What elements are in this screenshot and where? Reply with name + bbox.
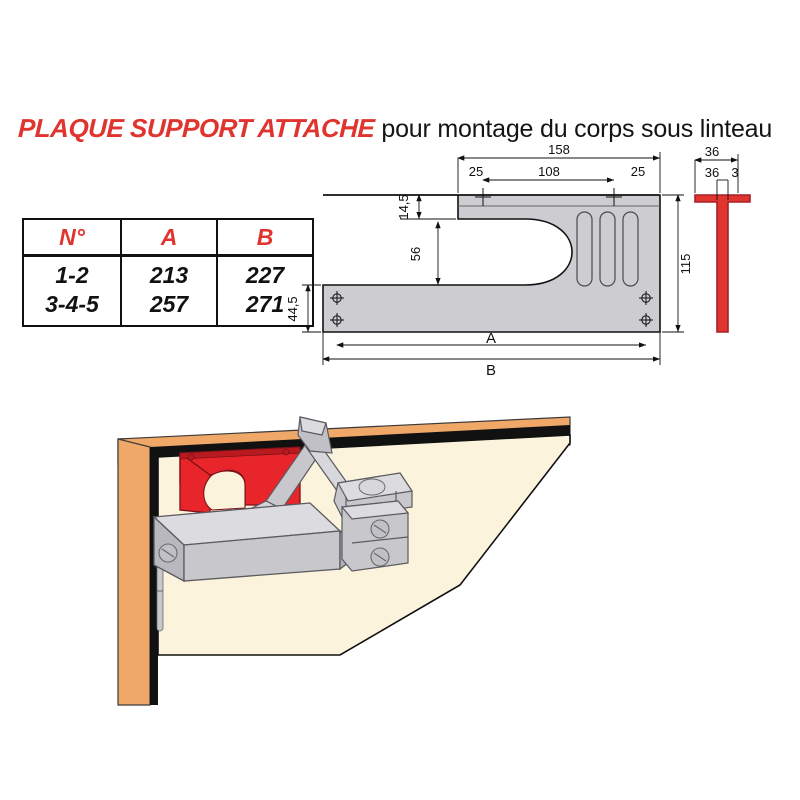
slot-2 — [599, 211, 616, 287]
table-value-a-2: 257 — [149, 291, 189, 317]
technical-drawing: 158 25 108 25 14,5 56 — [280, 140, 800, 380]
table-header-a: A — [120, 218, 218, 257]
dim-label-25-right: 25 — [631, 164, 645, 179]
page-title-sub: pour montage du corps sous linteau — [381, 115, 773, 143]
dim-label-115: 115 — [678, 254, 693, 275]
closer-body — [152, 502, 357, 583]
table-header-b: B — [216, 218, 314, 257]
adjust-screw-left-slot — [161, 548, 175, 558]
valve-top-face — [340, 500, 410, 520]
table-value-n-2: 3-4-5 — [45, 291, 99, 317]
dim-label-36-flange: 36 — [705, 165, 719, 180]
valve-divider — [351, 536, 409, 544]
side-profile-shape — [694, 194, 751, 333]
dim-overall-width — [457, 152, 661, 193]
dim-label-b: B — [486, 362, 496, 379]
plate-cutout — [203, 470, 246, 511]
mounting-hole-bottom-right — [639, 313, 653, 327]
dim-label-56: 56 — [408, 247, 423, 261]
dim-label-108: 108 — [538, 164, 560, 179]
plate-screw-left — [187, 453, 195, 461]
dim-flange-height — [400, 194, 456, 220]
dim-side-view — [694, 154, 739, 200]
valve-screw-lower-slot — [373, 552, 387, 562]
closer-valve-block — [340, 500, 410, 572]
dim-label-14-5: 14,5 — [396, 194, 411, 219]
table-value-n-1: 1-2 — [55, 262, 89, 288]
dim-label-3-thickness: 3 — [731, 165, 738, 180]
plate-screw-right — [282, 448, 290, 456]
table-value-b-2: 271 — [245, 291, 285, 317]
installation-illustration — [100, 405, 580, 715]
dim-label-158: 158 — [548, 142, 570, 157]
mounting-plate — [179, 446, 301, 514]
table-header-row: N° A B — [22, 218, 314, 257]
table-cell-n: 1-2 3-4-5 — [22, 254, 122, 327]
dim-overall-height — [662, 194, 684, 333]
side-view-profile — [694, 194, 751, 333]
table-value-a-1: 213 — [149, 262, 189, 288]
mounting-hole-bottom-left — [330, 313, 344, 327]
plate-outline — [322, 194, 661, 333]
plate-slots — [576, 211, 639, 287]
slot-1 — [576, 211, 593, 287]
mounting-hole-top-left — [330, 291, 344, 305]
dim-label-25-left: 25 — [469, 164, 483, 179]
flange-center-marks — [475, 188, 622, 206]
mounting-hole-top-right — [639, 291, 653, 305]
dim-label-44-5: 44,5 — [285, 296, 300, 321]
frame-jamb-left — [117, 438, 151, 706]
shadow-left — [150, 451, 158, 705]
dim-label-a: A — [486, 330, 496, 347]
dim-a-b — [322, 332, 661, 365]
valve-screw-upper-slot — [373, 524, 387, 534]
plate-mounting-holes — [330, 291, 653, 327]
dim-base-height — [302, 284, 321, 333]
bracket-pin — [358, 478, 386, 496]
table-header-n: N° — [22, 218, 122, 257]
arm-pivot-top — [299, 416, 327, 436]
slot-3 — [622, 211, 639, 287]
front-view-plate — [322, 188, 661, 333]
dim-label-36-overall: 36 — [705, 144, 719, 159]
table-value-b-1: 227 — [245, 262, 285, 288]
